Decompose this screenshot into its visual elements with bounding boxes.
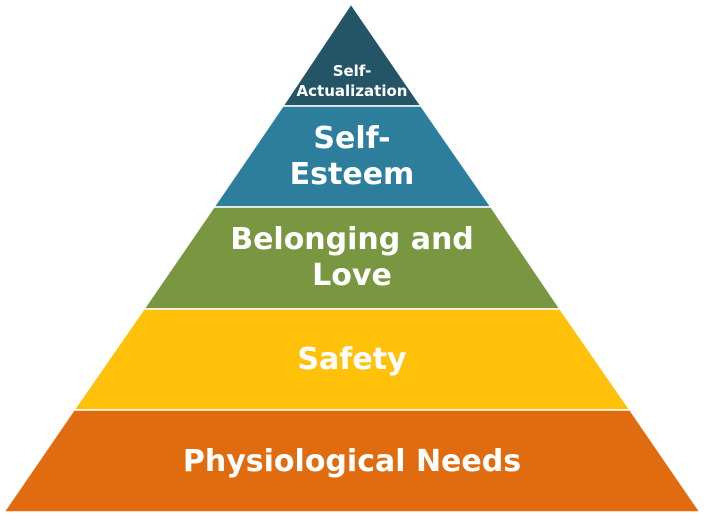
tier-physiological-needs: Physiological Needs (2, 409, 702, 513)
tier-self-actualization-label-line2: Actualization (297, 82, 408, 100)
tier-self-esteem-label-line1: Self- (313, 121, 390, 156)
tier-belonging-and-love: Belonging and Love (142, 206, 562, 310)
tier-self-actualization: Self- Actualization (281, 2, 423, 107)
tier-belonging-and-love-label-line1: Belonging and (230, 222, 474, 257)
tier-physiological-needs-label: Physiological Needs (183, 444, 521, 479)
tier-self-esteem: Self- Esteem (212, 105, 493, 208)
tier-self-actualization-label-line1: Self- (333, 62, 372, 80)
tier-safety-label: Safety (297, 342, 407, 377)
tier-self-esteem-label-line2: Esteem (290, 157, 415, 192)
tier-physiological-needs-shape (2, 409, 702, 513)
tier-safety: Safety (72, 308, 632, 411)
tier-belonging-and-love-label-line2: Love (312, 258, 392, 293)
